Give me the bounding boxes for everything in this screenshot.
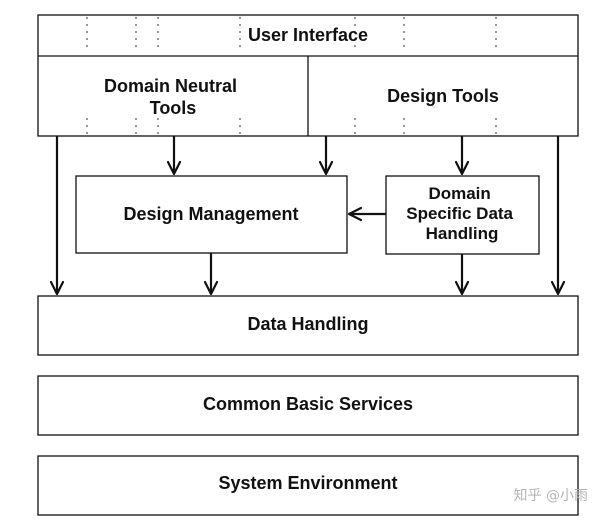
common-basic-services-label: Common Basic Services <box>203 394 413 414</box>
system-environment-box <box>37 455 579 516</box>
ui-tools-block: User Interface Domain Neutral Tools Desi… <box>37 14 579 137</box>
arrow-tools-to-design-management <box>318 136 334 176</box>
design-management-block: Design Management <box>75 175 348 254</box>
system-environment-block: System Environment <box>37 455 579 516</box>
system-environment-label: System Environment <box>218 473 397 493</box>
arrow-right-outer <box>550 136 566 296</box>
arrow-neutral-to-design-management <box>166 136 182 176</box>
data-handling-box <box>37 295 579 356</box>
arrow-domain-specific-to-data-handling <box>454 254 470 296</box>
arrow-domain-specific-to-design-management <box>347 206 386 222</box>
domain-specific-label: Domain Specific Data Handling <box>406 184 518 243</box>
arrow-design-management-to-data-handling <box>203 253 219 296</box>
watermark-text: 知乎 @小雨 <box>514 487 588 504</box>
domain-neutral-tools-label: Domain Neutral Tools <box>104 76 242 118</box>
arrow-design-tools-to-domain-specific <box>454 136 470 176</box>
common-basic-services-block: Common Basic Services <box>37 375 579 436</box>
domain-specific-block: Domain Specific Data Handling <box>385 175 540 255</box>
design-management-label: Design Management <box>123 204 298 224</box>
design-management-box <box>75 175 348 254</box>
arrow-left-outer <box>49 136 65 296</box>
common-basic-services-box <box>37 375 579 436</box>
user-interface-label: User Interface <box>248 25 368 45</box>
design-tools-label: Design Tools <box>387 86 499 106</box>
data-handling-block: Data Handling <box>37 295 579 356</box>
dotted-texture <box>86 17 497 134</box>
data-handling-label: Data Handling <box>247 314 368 334</box>
